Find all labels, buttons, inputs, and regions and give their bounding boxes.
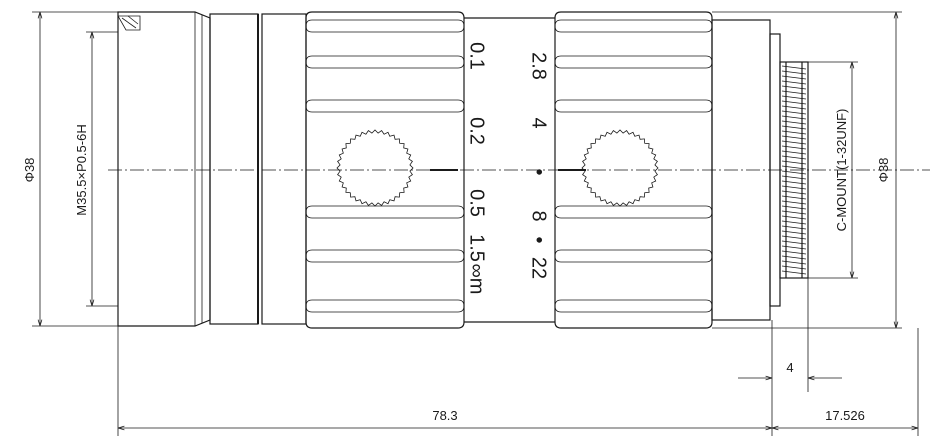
grip-groove [554, 205, 713, 219]
back-focus-dimension: 17.526 [772, 408, 918, 428]
focus-scale-label-0: 0.1 [466, 42, 488, 70]
grip-groove [554, 249, 713, 263]
flange-dimension: 4 [738, 360, 842, 378]
aperture-scale-label-3: 8 [528, 210, 550, 221]
scale-band [464, 17, 555, 323]
aperture-ring [554, 11, 713, 329]
grip-groove [305, 299, 465, 313]
focus-lock-knob [336, 129, 414, 207]
aperture-lock-knob [581, 129, 659, 207]
focus-scale-label-3: 1.5 [466, 234, 488, 262]
front-barrel [117, 11, 211, 327]
grip-groove [305, 99, 465, 113]
aperture-scale-label-5: 22 [528, 257, 550, 279]
flange-length-label: 4 [786, 360, 793, 375]
grip-groove [305, 19, 465, 33]
aperture-scale-label-1: 4 [528, 117, 550, 128]
focus-scale-label-4: ∞m [466, 264, 488, 295]
grip-groove [554, 55, 713, 69]
mid-ring [209, 13, 307, 325]
grip-groove [554, 99, 713, 113]
right-diameter-label: Φ38 [876, 158, 891, 183]
right-diameter-dimension: Φ38 [712, 11, 902, 329]
aperture-scale-label-4: • [528, 236, 550, 243]
body-length-label: 78.3 [432, 408, 457, 423]
mount-spec-label: C-MOUNT(1-32UNF) [834, 109, 849, 232]
focus-scale-label-1: 0.2 [466, 117, 488, 145]
focus-scale-label-2: 0.5 [466, 189, 488, 217]
c-mount-thread [781, 62, 807, 278]
grip-groove [554, 19, 713, 33]
mount-dimension: C-MOUNT(1-32UNF) [808, 61, 858, 279]
aperture-scale-label-0: 2.8 [528, 52, 550, 80]
back-focus-label: 17.526 [825, 408, 865, 423]
body-length-dimension: 78.3 [118, 408, 772, 428]
aperture-scale-label-2: • [528, 168, 550, 175]
left-diameter-label: Φ38 [22, 158, 37, 183]
grip-groove [305, 55, 465, 69]
grip-groove [305, 249, 465, 263]
grip-groove [305, 205, 465, 219]
grip-groove [554, 299, 713, 313]
rear-body [711, 19, 809, 321]
thread-spec-label: M35.5×P0.5-6H [74, 124, 89, 215]
left-diameter-dimension: Φ38 [22, 11, 118, 327]
thread-dimension: M35.5×P0.5-6H [74, 31, 118, 307]
